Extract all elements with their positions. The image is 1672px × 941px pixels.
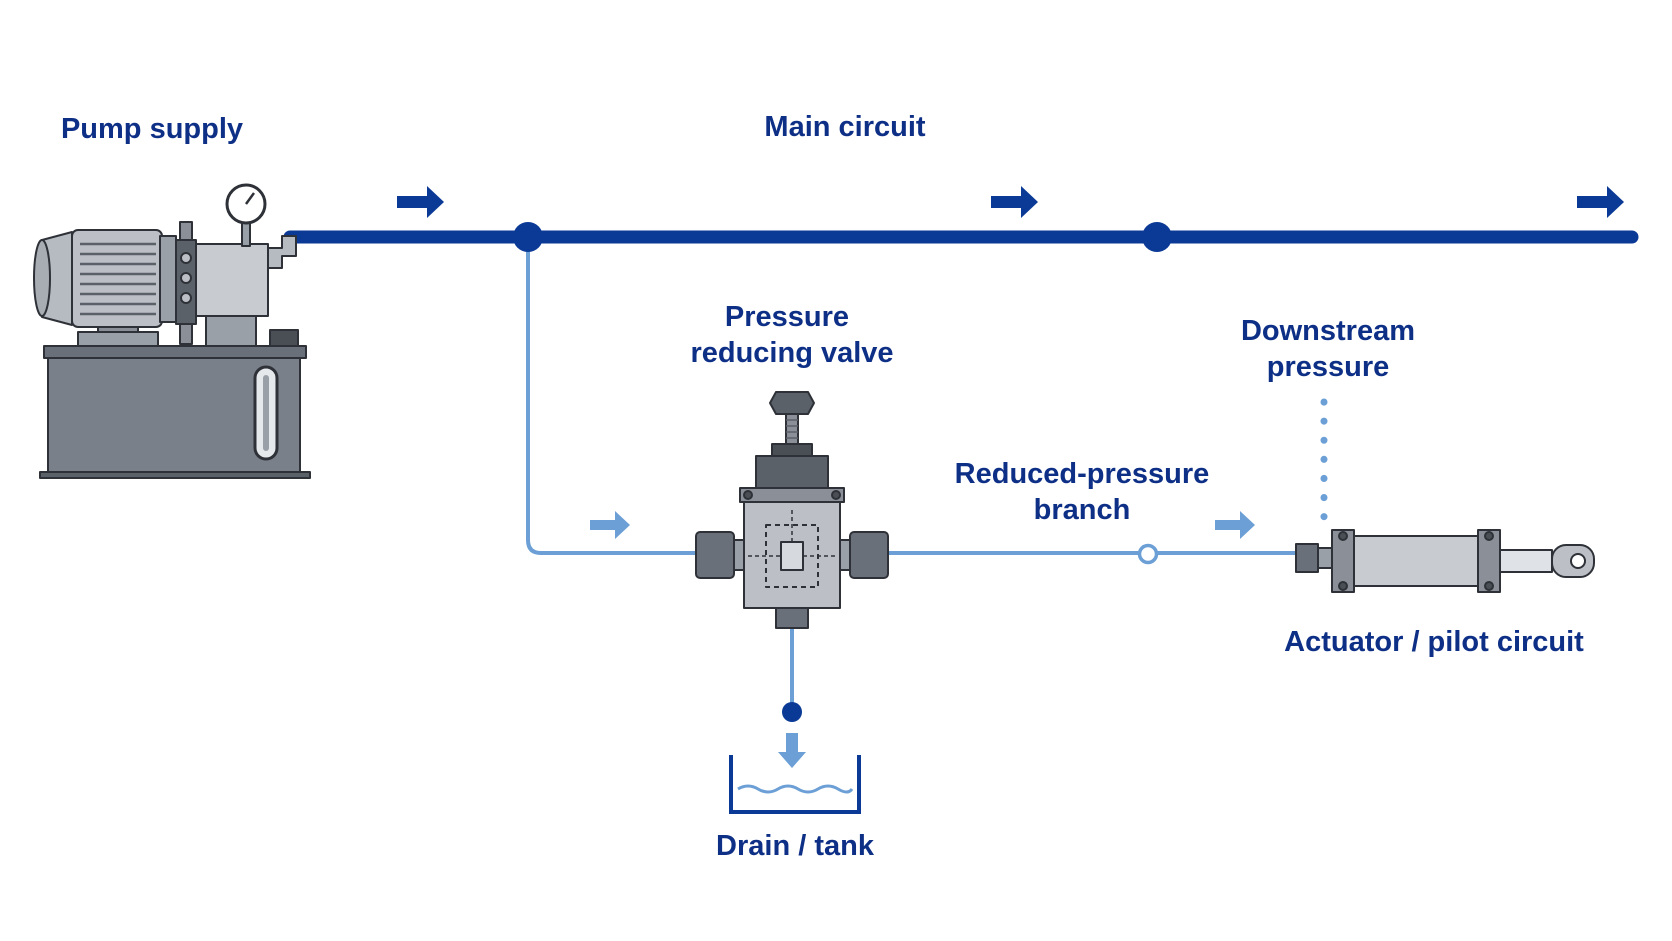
downstream-label-line2: pressure [1267,351,1390,383]
main-circuit-label: Main circuit [764,111,925,143]
actuator-label: Actuator / pilot circuit [1284,626,1584,658]
branch-label-line1: Reduced-pressure [955,458,1210,490]
prv-label-line2: reducing valve [690,337,893,369]
flow-arrow-icon [1577,186,1624,218]
hydraulic-power-unit-icon [33,183,311,479]
pressure-tap-node [1137,543,1159,565]
junction-node-1 [513,222,543,252]
flow-arrow-icon [590,511,630,539]
pump-supply-label: Pump supply [61,113,243,145]
drain-tank-icon [729,702,861,814]
junction-node-2 [1142,222,1172,252]
branch-feed-line [526,237,700,555]
drain-node [782,702,802,722]
hydraulic-cylinder-icon [1295,529,1595,593]
flow-arrow-icon [991,186,1038,218]
flow-arrow-icon [1215,511,1255,539]
flow-arrow-icon [397,186,444,218]
drain-label: Drain / tank [716,830,875,862]
branch-label-line2: branch [1034,494,1131,526]
prv-label-line1: Pressure [725,301,849,333]
downstream-label-line1: Downstream [1241,315,1415,347]
pressure-reducing-valve-icon [695,391,889,629]
